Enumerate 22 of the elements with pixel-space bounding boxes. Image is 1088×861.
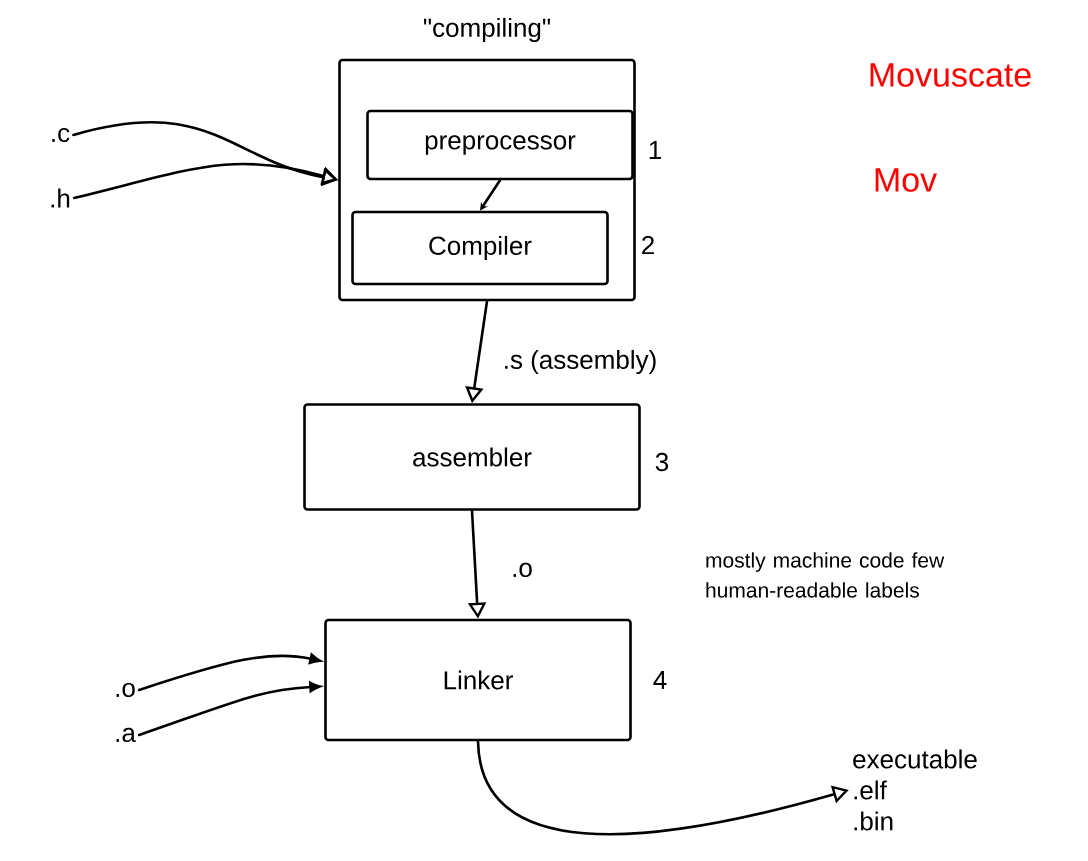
note-text: mostly machine code few human-readable labels <box>706 552 945 598</box>
stage-box <box>338 17 636 302</box>
file-label: .h <box>51 188 70 208</box>
file-label: .o <box>116 682 135 698</box>
process-box: assembler <box>303 403 641 511</box>
step-number: 2 <box>642 235 654 255</box>
file-label: .c <box>52 127 70 143</box>
edge-label: .s (assembly) <box>500 347 660 377</box>
arrow <box>137 681 321 737</box>
process-box: Linker <box>324 618 632 742</box>
process-box: preprocessor <box>366 109 634 181</box>
step-number: 3 <box>655 452 669 472</box>
process-box: Compiler <box>351 210 609 286</box>
file-label: .a <box>116 727 136 743</box>
step-number: 4 <box>653 671 667 689</box>
annotation-text: Mov <box>875 168 937 192</box>
heading: "compiling" <box>423 17 550 43</box>
file-label: executable .elf .bin <box>853 749 977 831</box>
annotation-text: Movuscate <box>870 63 1031 87</box>
step-number: 1 <box>649 141 661 159</box>
edge-label: .o <box>509 560 535 580</box>
arrow <box>480 179 502 211</box>
